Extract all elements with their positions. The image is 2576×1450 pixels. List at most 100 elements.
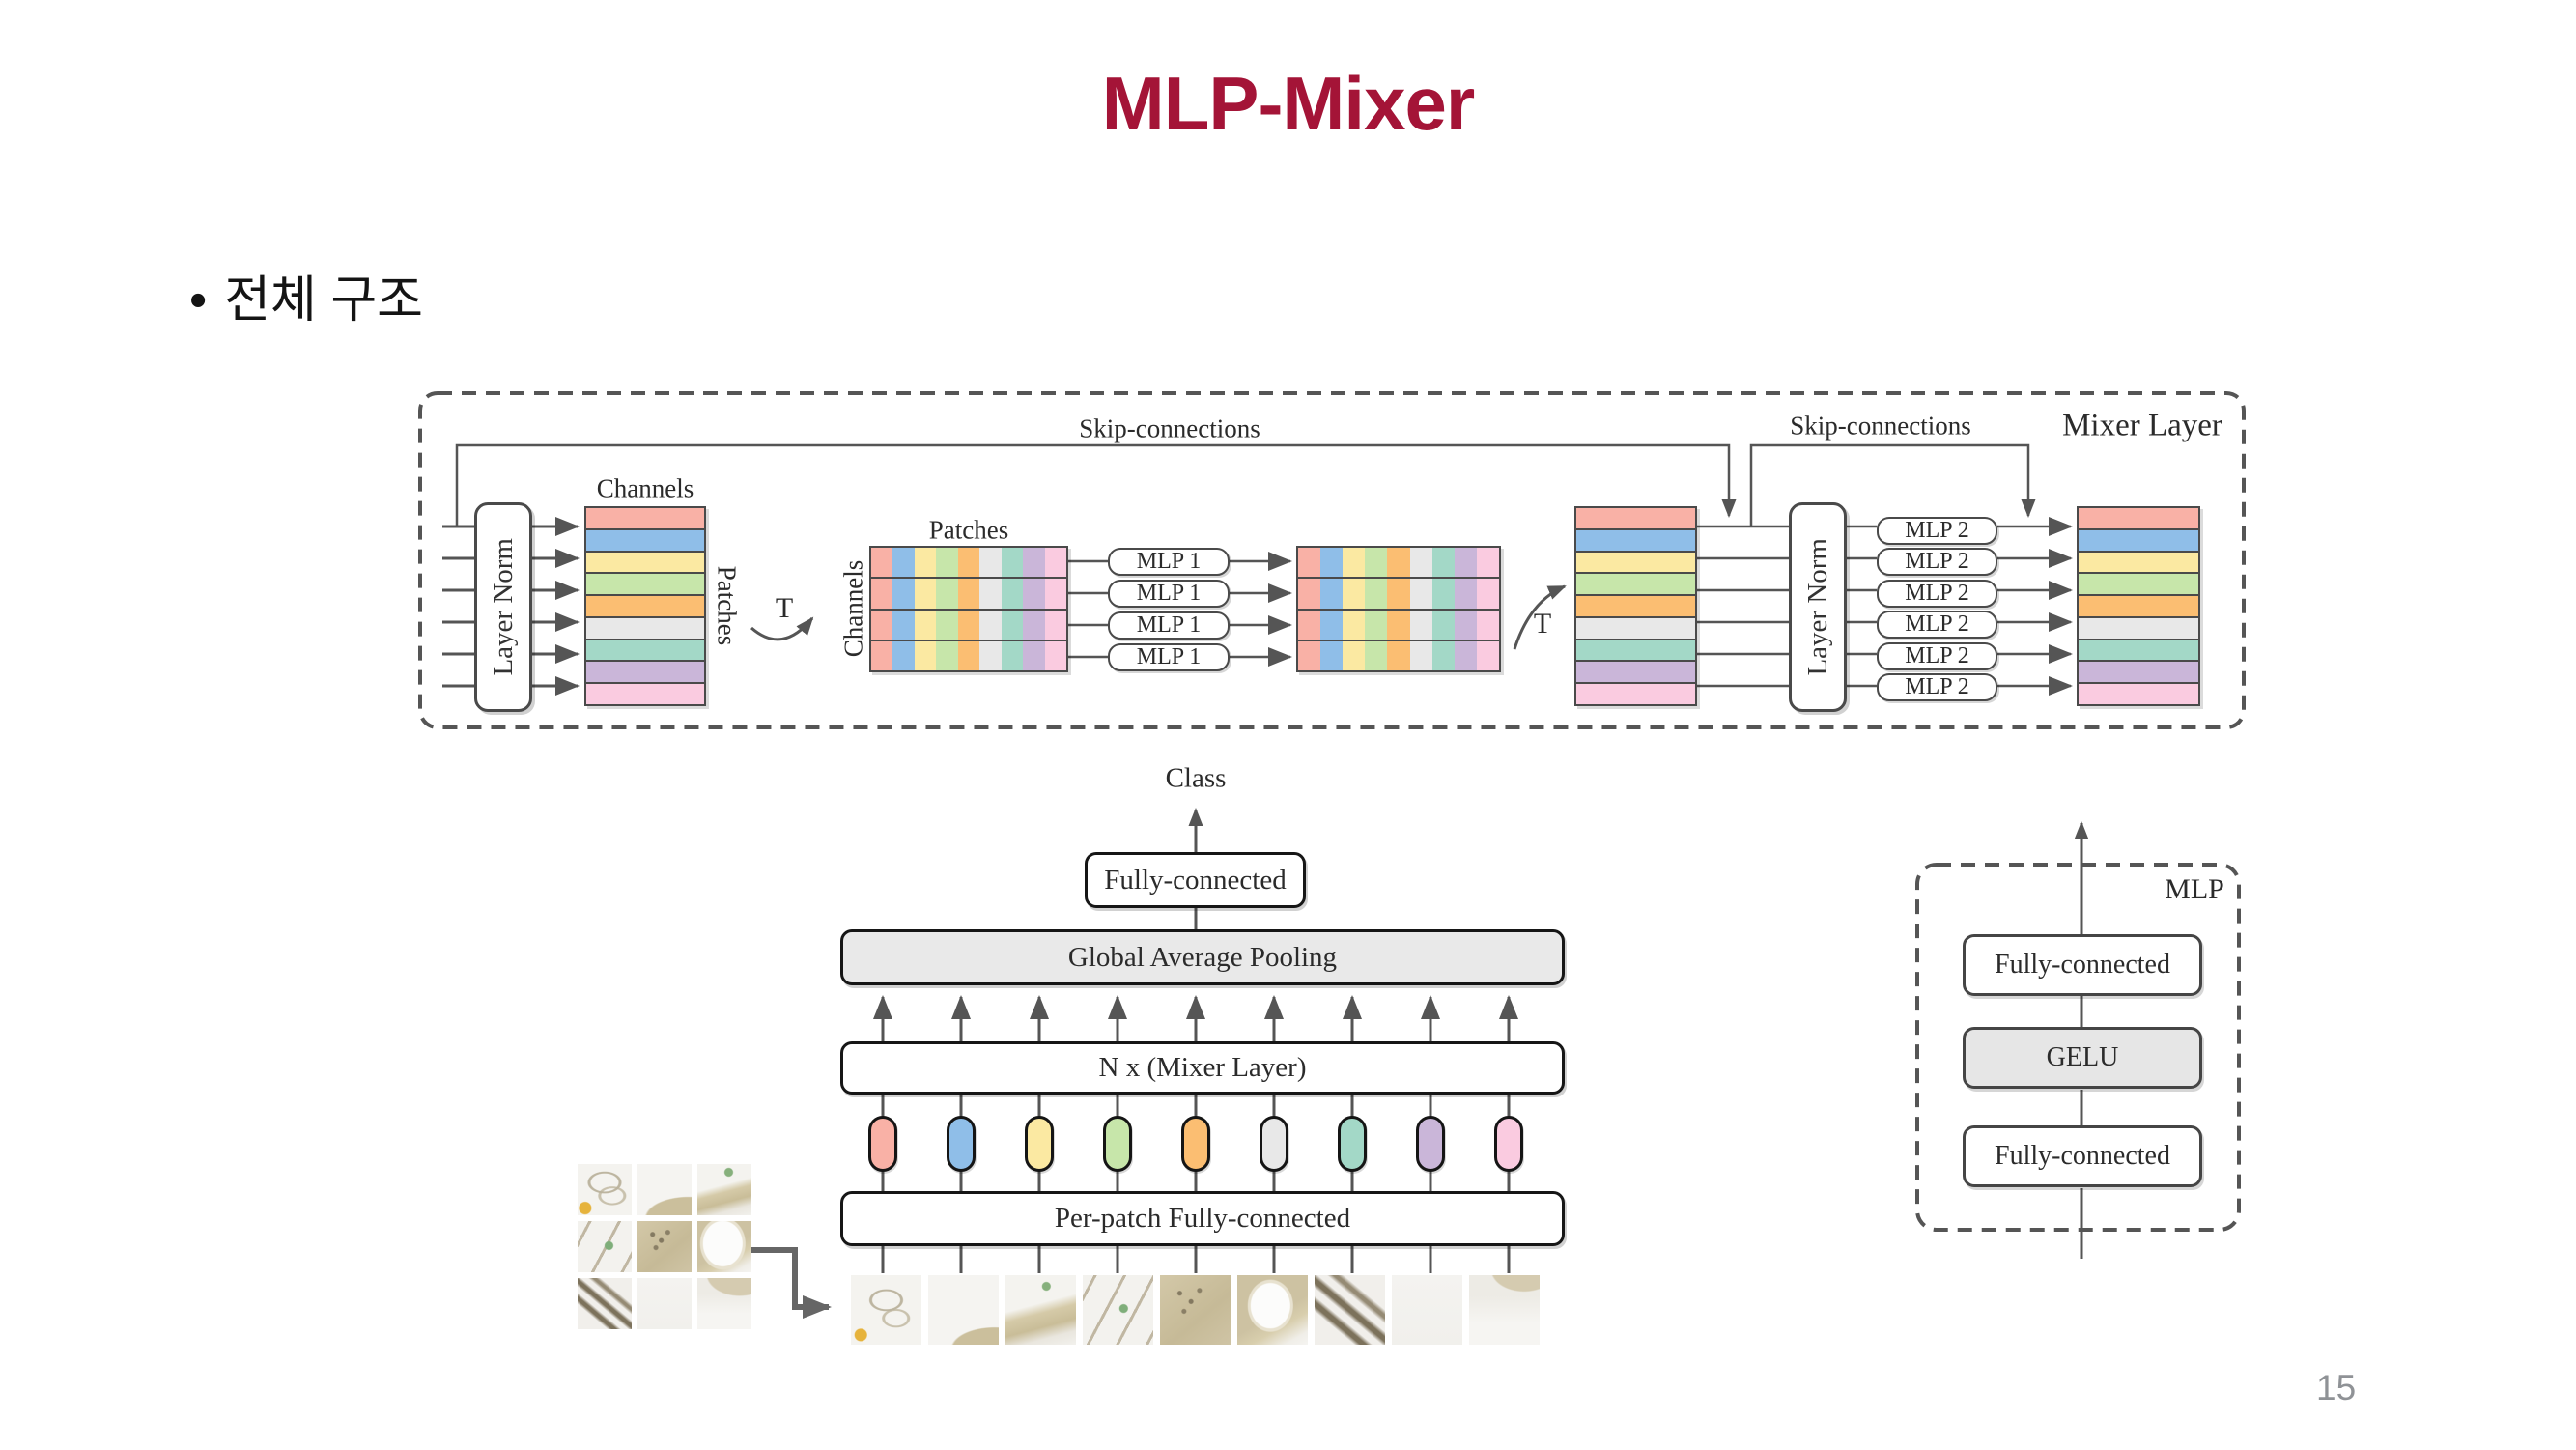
color-band (914, 548, 937, 578)
patch-capsule (1025, 1116, 1054, 1172)
skip-connections-label-2: Skip-connections (1790, 411, 1971, 441)
matrix-row (2079, 615, 2198, 639)
channels-matrix-out (2077, 506, 2200, 706)
color-band (1343, 548, 1366, 578)
image-patch (1469, 1275, 1540, 1345)
patch-capsule (868, 1116, 897, 1172)
color-band (871, 610, 893, 640)
image-patch (697, 1221, 751, 1272)
color-band (1409, 640, 1432, 670)
color-band (1431, 610, 1455, 640)
per-patch-fully-connected-box: Per-patch Fully-connected (840, 1191, 1565, 1246)
image-patch (851, 1275, 921, 1345)
mlp1-label: MLP 1 (1136, 548, 1202, 574)
mlp2-box: MLP 2 (1877, 610, 1997, 639)
color-band (1044, 610, 1066, 640)
image-patch (637, 1164, 692, 1215)
image-patch (1392, 1275, 1462, 1345)
color-band (979, 640, 1002, 670)
channels-vlabel-2: Channels (838, 559, 868, 658)
image-patch (697, 1164, 751, 1215)
color-band (1320, 579, 1344, 609)
color-band (1343, 640, 1366, 670)
color-band (1023, 548, 1045, 578)
color-band (1454, 579, 1477, 609)
color-band (1409, 579, 1432, 609)
transpose-arrow-1 (750, 616, 814, 641)
color-band (957, 640, 980, 670)
color-band (1409, 610, 1432, 640)
class-label: Class (1165, 762, 1227, 794)
color-band (892, 640, 915, 670)
patch-capsule (1103, 1116, 1132, 1172)
color-band (1387, 548, 1410, 578)
patches-label-2: Patches (928, 515, 1009, 545)
bullet-item: •전체 구조 (189, 259, 423, 331)
gelu-box: GELU (1963, 1027, 2202, 1089)
patches-matrix-in (869, 546, 1068, 672)
page-number: 15 (2316, 1368, 2357, 1407)
mlp1-label: MLP 1 (1136, 611, 1202, 638)
image-patch (637, 1278, 692, 1329)
matrix-row (2079, 527, 2198, 551)
skip-connections-label-1: Skip-connections (1079, 413, 1260, 443)
color-band (1001, 640, 1024, 670)
mlp2-box: MLP 2 (1877, 516, 1997, 545)
color-band (979, 548, 1002, 578)
mlp1-label: MLP 1 (1136, 643, 1202, 669)
color-band (892, 610, 915, 640)
mlp2-box: MLP 2 (1877, 672, 1997, 701)
image-patch (1083, 1275, 1153, 1345)
layer-norm-box-1: Layer Norm (474, 502, 532, 712)
color-band (1023, 640, 1045, 670)
mlp-fc-box-1: Fully-connected (1963, 934, 2202, 996)
page-title: MLP-Mixer (1101, 61, 1475, 146)
color-band (1454, 610, 1477, 640)
mlp2-label: MLP 2 (1905, 548, 1969, 574)
mlp2-label: MLP 2 (1905, 642, 1969, 668)
matrix-row (871, 577, 1066, 609)
color-band (914, 579, 937, 609)
color-band (1365, 548, 1388, 578)
mlp2-label: MLP 2 (1905, 580, 1969, 606)
color-band (957, 579, 980, 609)
color-band (1044, 640, 1066, 670)
matrix-row (1298, 548, 1499, 578)
image-patch (578, 1164, 632, 1215)
matrix-row (586, 572, 704, 595)
matrix-row (2079, 638, 2198, 661)
color-band (1320, 548, 1344, 578)
color-band (1476, 579, 1499, 609)
color-band (1001, 579, 1024, 609)
patch-capsule (1416, 1116, 1445, 1172)
matrix-row (871, 639, 1066, 670)
mlp-dashed-frame (1915, 863, 2241, 1232)
color-band (1023, 579, 1045, 609)
layer-norm-label: Layer Norm (1801, 538, 1833, 676)
patch-grid-arrow (750, 1247, 832, 1319)
layer-norm-box-2: Layer Norm (1789, 502, 1847, 712)
patch-capsule (1181, 1116, 1210, 1172)
matrix-row (1576, 572, 1695, 595)
mlp-fc-box-2: Fully-connected (1963, 1125, 2202, 1187)
matrix-row (1576, 682, 1695, 705)
global-average-pooling-box: Global Average Pooling (840, 929, 1565, 985)
image-patch (1005, 1275, 1076, 1345)
matrix-row (1298, 639, 1499, 670)
color-band (1431, 640, 1455, 670)
patch-capsule (1260, 1116, 1288, 1172)
matrix-row (586, 660, 704, 683)
matrix-row (1576, 638, 1695, 661)
fully-connected-box: Fully-connected (1085, 852, 1306, 908)
matrix-row (1576, 660, 1695, 683)
patches-vlabel-1: Patches (712, 565, 742, 646)
image-patch (578, 1278, 632, 1329)
color-band (1476, 610, 1499, 640)
color-band (1476, 640, 1499, 670)
fully-connected-label: Fully-connected (1104, 864, 1287, 896)
gelu-label: GELU (2046, 1042, 2119, 1072)
matrix-row (586, 550, 704, 573)
mlp2-box: MLP 2 (1877, 641, 1997, 670)
color-band (1476, 548, 1499, 578)
